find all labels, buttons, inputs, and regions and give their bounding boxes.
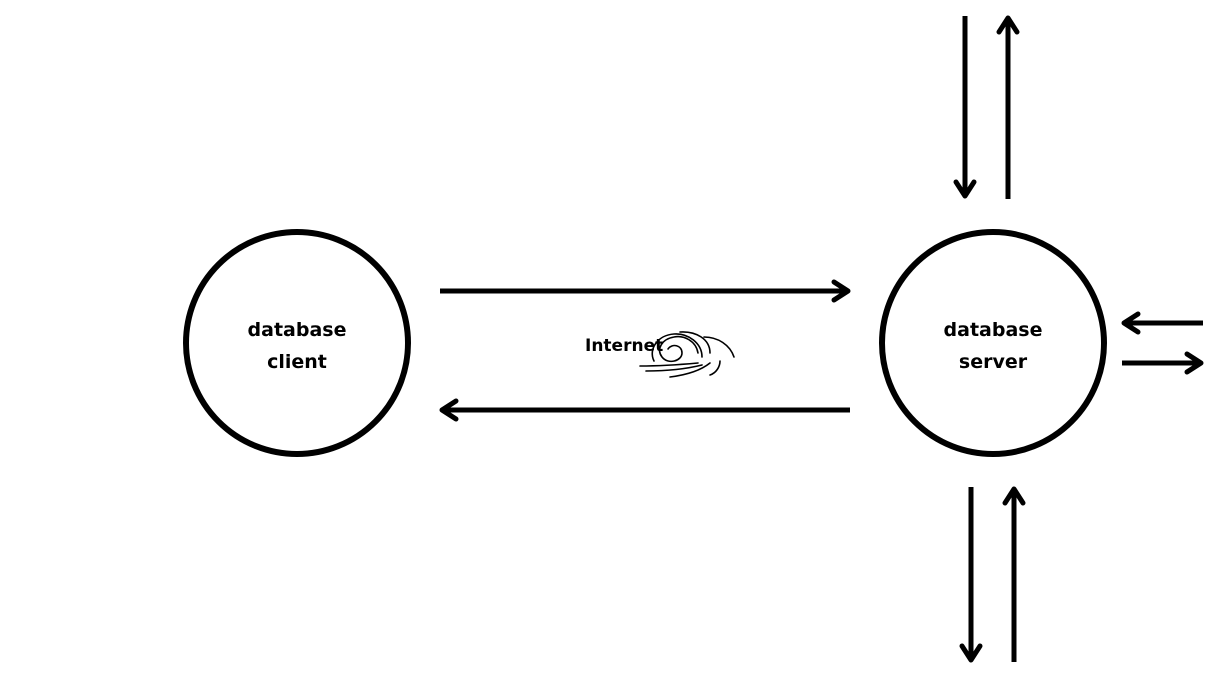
arrow-client-to-server bbox=[440, 279, 851, 303]
database-server-label-line2: server bbox=[959, 351, 1028, 373]
database-client-label-line2: client bbox=[267, 351, 327, 373]
arrow-right-inbound bbox=[1121, 311, 1203, 335]
arrow-top-up bbox=[996, 15, 1020, 199]
database-client-node: database client bbox=[183, 229, 411, 457]
arrow-server-to-client bbox=[439, 398, 850, 422]
database-client-label-line1: database bbox=[248, 319, 347, 341]
database-server-label-line1: database bbox=[944, 319, 1043, 341]
database-server-node: database server bbox=[879, 229, 1107, 457]
arrow-right-outbound bbox=[1122, 351, 1204, 375]
database-server-circle bbox=[879, 229, 1107, 457]
arrow-bottom-down bbox=[959, 487, 983, 663]
arrow-bottom-up bbox=[1002, 486, 1026, 662]
internet-label: Internet bbox=[585, 336, 663, 356]
database-client-circle bbox=[183, 229, 411, 457]
arrow-top-down bbox=[953, 16, 977, 199]
internet-swirl-icon bbox=[639, 331, 735, 378]
